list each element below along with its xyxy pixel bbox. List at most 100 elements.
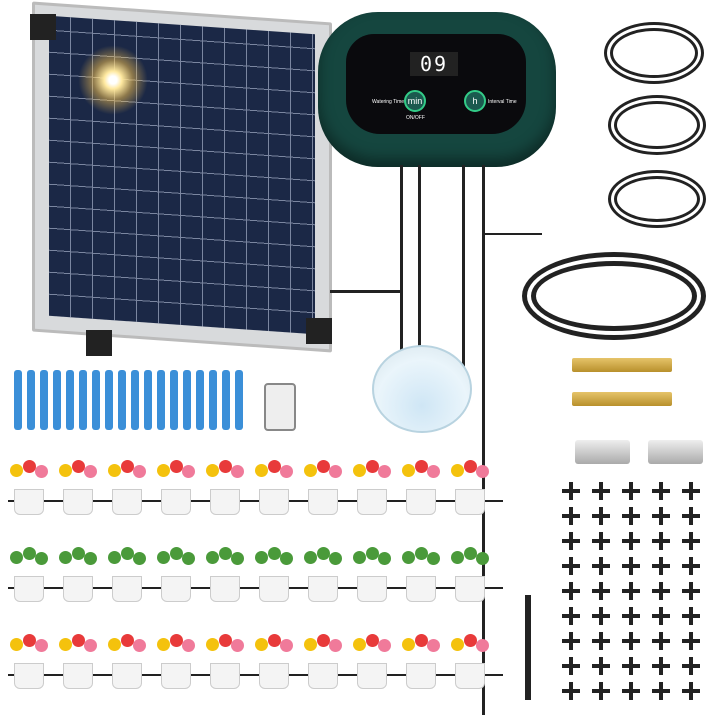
panel-corner bbox=[86, 330, 112, 356]
pot bbox=[357, 576, 387, 602]
tee-connector bbox=[562, 657, 580, 675]
pot bbox=[259, 489, 289, 515]
flower bbox=[280, 552, 293, 565]
tee-connector bbox=[562, 582, 580, 600]
potted-plant bbox=[302, 460, 344, 515]
tee-connector bbox=[652, 582, 670, 600]
expansion-bolts bbox=[572, 358, 682, 406]
flower bbox=[451, 464, 464, 477]
flower bbox=[219, 460, 232, 473]
potted-plant bbox=[106, 547, 148, 602]
tee-connector bbox=[652, 557, 670, 575]
potted-plant bbox=[253, 460, 295, 515]
cable bbox=[400, 165, 403, 355]
potted-plant bbox=[351, 634, 393, 689]
drip-line bbox=[8, 674, 503, 676]
flower bbox=[206, 638, 219, 651]
tee-connector bbox=[622, 532, 640, 550]
flower bbox=[402, 638, 415, 651]
flower bbox=[121, 460, 134, 473]
tee-connector bbox=[562, 507, 580, 525]
flower bbox=[10, 551, 23, 564]
flower bbox=[108, 464, 121, 477]
flower bbox=[317, 634, 330, 647]
clip bbox=[118, 370, 126, 430]
pot bbox=[357, 489, 387, 515]
flower bbox=[108, 638, 121, 651]
clip bbox=[170, 370, 178, 430]
potted-plant bbox=[57, 460, 99, 515]
tee-connector bbox=[652, 482, 670, 500]
tee-connector bbox=[682, 582, 700, 600]
pot bbox=[161, 576, 191, 602]
onoff-label: ON/OFF bbox=[406, 115, 425, 121]
clip bbox=[40, 370, 48, 430]
flower bbox=[268, 547, 281, 560]
h-button[interactable]: h bbox=[464, 90, 486, 112]
pot bbox=[14, 576, 44, 602]
flower bbox=[451, 638, 464, 651]
tee-connector bbox=[652, 607, 670, 625]
clip bbox=[79, 370, 87, 430]
flower bbox=[35, 639, 48, 652]
clip bbox=[157, 370, 165, 430]
clip bbox=[131, 370, 139, 430]
tee-connector bbox=[622, 682, 640, 700]
potted-plant bbox=[8, 460, 50, 515]
flower bbox=[402, 551, 415, 564]
tube-coil bbox=[608, 95, 706, 155]
pot bbox=[112, 576, 142, 602]
cable bbox=[330, 290, 402, 293]
potted-plant bbox=[106, 634, 148, 689]
tee-connector bbox=[652, 682, 670, 700]
tee-connector bbox=[592, 657, 610, 675]
cable bbox=[418, 165, 421, 405]
clip bbox=[209, 370, 217, 430]
flower bbox=[133, 465, 146, 478]
flower bbox=[182, 639, 195, 652]
flower bbox=[231, 639, 244, 652]
clip bbox=[105, 370, 113, 430]
tee-connector bbox=[652, 632, 670, 650]
flower bbox=[72, 460, 85, 473]
flower bbox=[35, 552, 48, 565]
flower bbox=[255, 551, 268, 564]
pot bbox=[63, 489, 93, 515]
potted-plant bbox=[400, 634, 442, 689]
potted-plant bbox=[449, 634, 491, 689]
tee-connector bbox=[562, 682, 580, 700]
potted-plant bbox=[204, 547, 246, 602]
tee-connector bbox=[682, 632, 700, 650]
pot bbox=[112, 663, 142, 689]
pot bbox=[259, 576, 289, 602]
flower bbox=[59, 464, 72, 477]
bolt bbox=[572, 358, 672, 372]
min-button[interactable]: min bbox=[404, 90, 426, 112]
potted-plant bbox=[204, 460, 246, 515]
flower bbox=[329, 552, 342, 565]
pot bbox=[357, 663, 387, 689]
flower bbox=[59, 638, 72, 651]
flower bbox=[231, 465, 244, 478]
flower bbox=[329, 639, 342, 652]
tube bbox=[482, 165, 485, 715]
tee-connector bbox=[562, 532, 580, 550]
tee-connector bbox=[592, 482, 610, 500]
pot bbox=[161, 489, 191, 515]
pot bbox=[161, 663, 191, 689]
flower bbox=[255, 638, 268, 651]
potted-plant bbox=[204, 634, 246, 689]
pot bbox=[455, 489, 485, 515]
flower bbox=[378, 465, 391, 478]
flower bbox=[133, 552, 146, 565]
flower bbox=[268, 460, 281, 473]
main-tube-coil bbox=[522, 252, 706, 340]
flower bbox=[427, 552, 440, 565]
tee-connector bbox=[622, 632, 640, 650]
clip bbox=[27, 370, 35, 430]
flower bbox=[353, 551, 366, 564]
pot bbox=[63, 663, 93, 689]
tee-connector bbox=[592, 532, 610, 550]
flower bbox=[476, 552, 489, 565]
flower bbox=[378, 552, 391, 565]
